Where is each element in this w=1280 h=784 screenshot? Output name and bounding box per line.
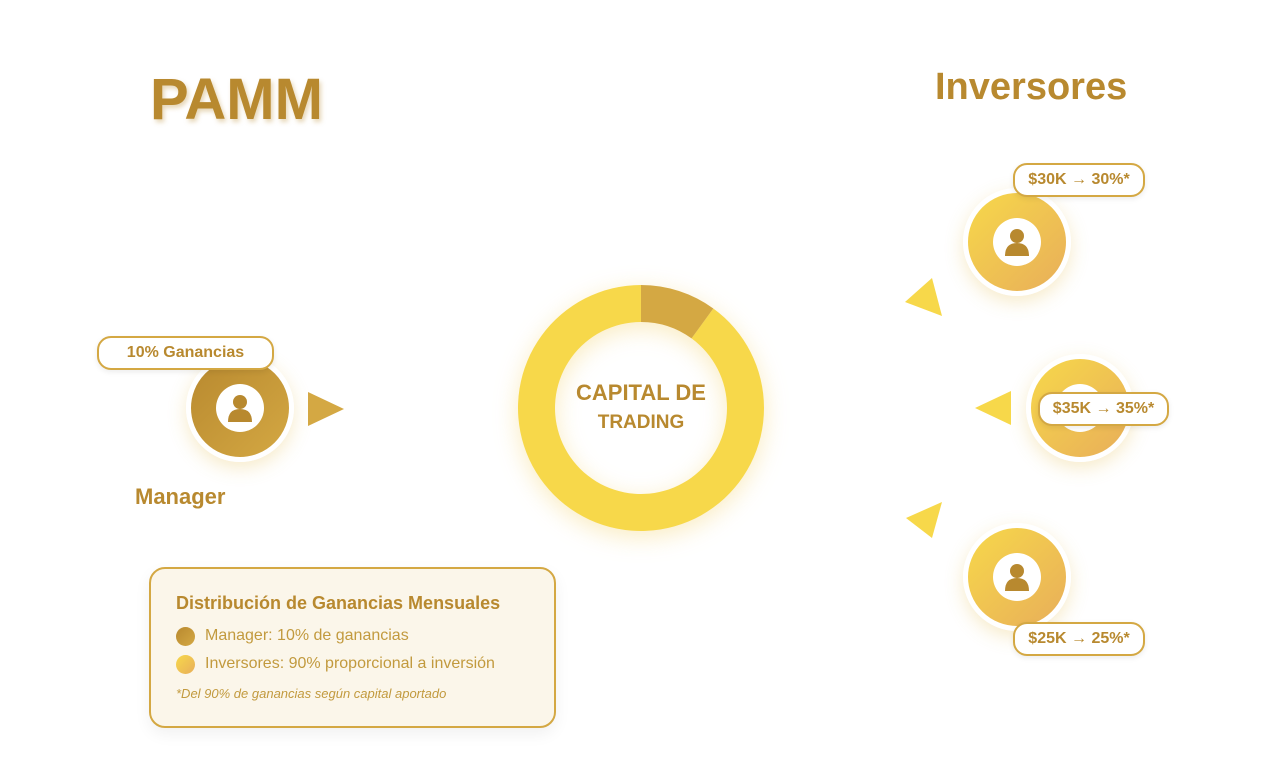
investor-arrows — [905, 278, 942, 538]
investor-badge-2: $35K → 35%* — [1038, 392, 1169, 426]
arrow-icon — [905, 278, 942, 316]
donut-label-line1: CAPITAL DE — [576, 380, 706, 405]
investor-node-1 — [963, 188, 1071, 296]
manager-node — [186, 354, 294, 462]
capital-donut — [518, 285, 764, 531]
legend-item-manager: Manager: 10% de ganancias — [176, 622, 554, 650]
arrow-right-icon — [308, 392, 344, 426]
investor-badge-3: $25K → 25%* — [1013, 622, 1145, 656]
manager-segment — [641, 285, 714, 339]
legend-item-label: Inversores: 90% proporcional a inversión — [205, 655, 495, 672]
user-icon — [216, 384, 264, 432]
legend-item-label: Manager: 10% de ganancias — [205, 627, 409, 644]
manager-badge: 10% Ganancias — [97, 336, 274, 370]
arrow-left-icon — [975, 391, 1011, 425]
legend-title: Distribución de Ganancias Mensuales — [176, 593, 501, 613]
user-icon — [993, 553, 1041, 601]
legend-box: Distribución de Ganancias Mensuales Mana… — [149, 567, 556, 728]
investor-badge-1: $30K → 30%* — [1013, 163, 1145, 197]
investors-segment — [518, 285, 764, 531]
manager-dot-icon — [176, 626, 195, 646]
user-icon — [993, 218, 1041, 266]
legend-note: *Del 90% de ganancias según capital apor… — [176, 686, 447, 701]
arrow-icon — [906, 502, 942, 538]
manager-label: Manager — [135, 484, 226, 509]
donut-label-line2: TRADING — [597, 412, 685, 433]
investor-node-3 — [963, 523, 1071, 631]
investors-title: Inversores — [935, 66, 1128, 108]
legend-item-investors: Inversores: 90% proporcional a inversión — [176, 650, 554, 678]
donut-label: CAPITAL DE TRADING — [541, 380, 741, 434]
page-title: PAMM — [150, 67, 323, 132]
investors-dot-icon — [176, 654, 195, 674]
